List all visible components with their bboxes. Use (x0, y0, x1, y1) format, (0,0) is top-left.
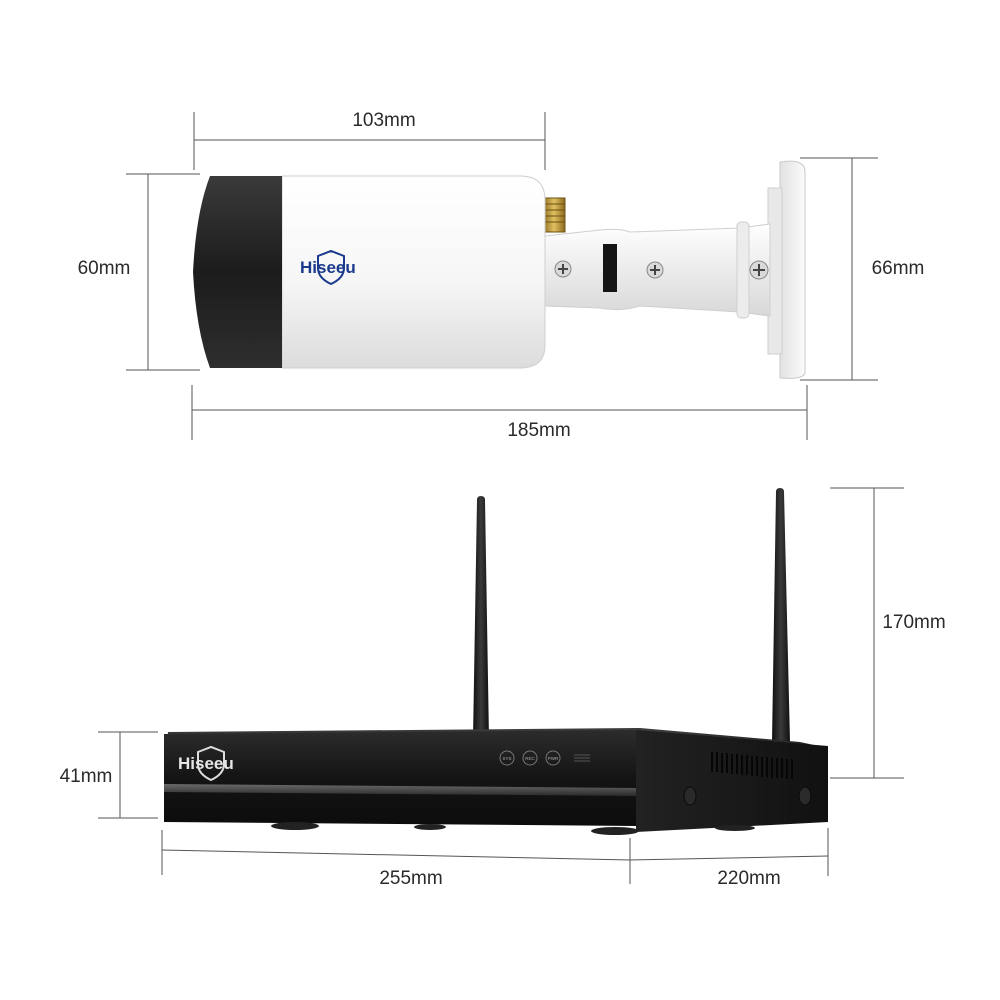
screw-icon (749, 260, 769, 280)
nvr-side-panel (636, 730, 828, 832)
dimension-220: 220mm (629, 828, 829, 889)
screw-icon (646, 261, 664, 279)
dimension-66: 66mm (800, 157, 925, 381)
nvr-indicators: SYS REC PWR (499, 750, 590, 766)
screw-icon (554, 260, 572, 278)
antenna-connector-icon (542, 197, 566, 233)
side-screw-icon (683, 786, 697, 806)
nvr-brand-logo: Hiseeu (178, 745, 234, 782)
dimension-label: 255mm (379, 868, 442, 889)
shield-icon (197, 745, 225, 782)
nvr-front-strip (164, 784, 636, 796)
dimension-170: 170mm (830, 487, 946, 779)
antenna-left (473, 496, 489, 740)
dimension-103: 103mm (193, 110, 546, 170)
camera-sun-hood (193, 176, 282, 368)
shield-icon (317, 249, 345, 286)
dimension-label: 41mm (60, 766, 113, 787)
nvr-foot (591, 827, 639, 835)
ir-receiver-icon (574, 754, 590, 762)
camera-brand-text: Hiseeu (300, 258, 356, 277)
dimension-label: 170mm (882, 612, 945, 633)
side-screw-icon (798, 786, 812, 806)
dimension-label: 66mm (872, 258, 925, 279)
dimension-41: 41mm (60, 731, 158, 819)
dimension-label: 103mm (352, 110, 415, 131)
dimension-label: 220mm (717, 868, 780, 889)
indicator-pwr: PWR (548, 756, 559, 761)
dimension-255: 255mm (161, 830, 631, 889)
camera-wall-plate (779, 160, 806, 379)
indicator-sys: SYS (502, 756, 511, 761)
dimension-185: 185mm (191, 385, 808, 441)
nvr-foot (715, 825, 755, 831)
dimension-label: 185mm (507, 420, 570, 441)
camera: Hiseeu 103mm 60mm 66mm 185mm (78, 110, 925, 441)
dimension-label: 60mm (78, 258, 131, 279)
nvr-foot (271, 822, 319, 830)
nvr-recorder: Hiseeu SYS REC PWR 170mm 41mm (60, 487, 946, 889)
dimension-60: 60mm (78, 173, 200, 371)
camera-mount-slot (603, 244, 617, 292)
camera-body (281, 175, 546, 369)
camera-brand-logo: Hiseeu (300, 249, 356, 286)
nvr-brand-text: Hiseeu (178, 754, 234, 773)
vent-grille (711, 752, 793, 779)
nvr-front-panel (164, 730, 636, 826)
nvr-foot (414, 824, 446, 830)
indicator-rec: REC (525, 756, 535, 761)
antenna-right (772, 488, 790, 742)
